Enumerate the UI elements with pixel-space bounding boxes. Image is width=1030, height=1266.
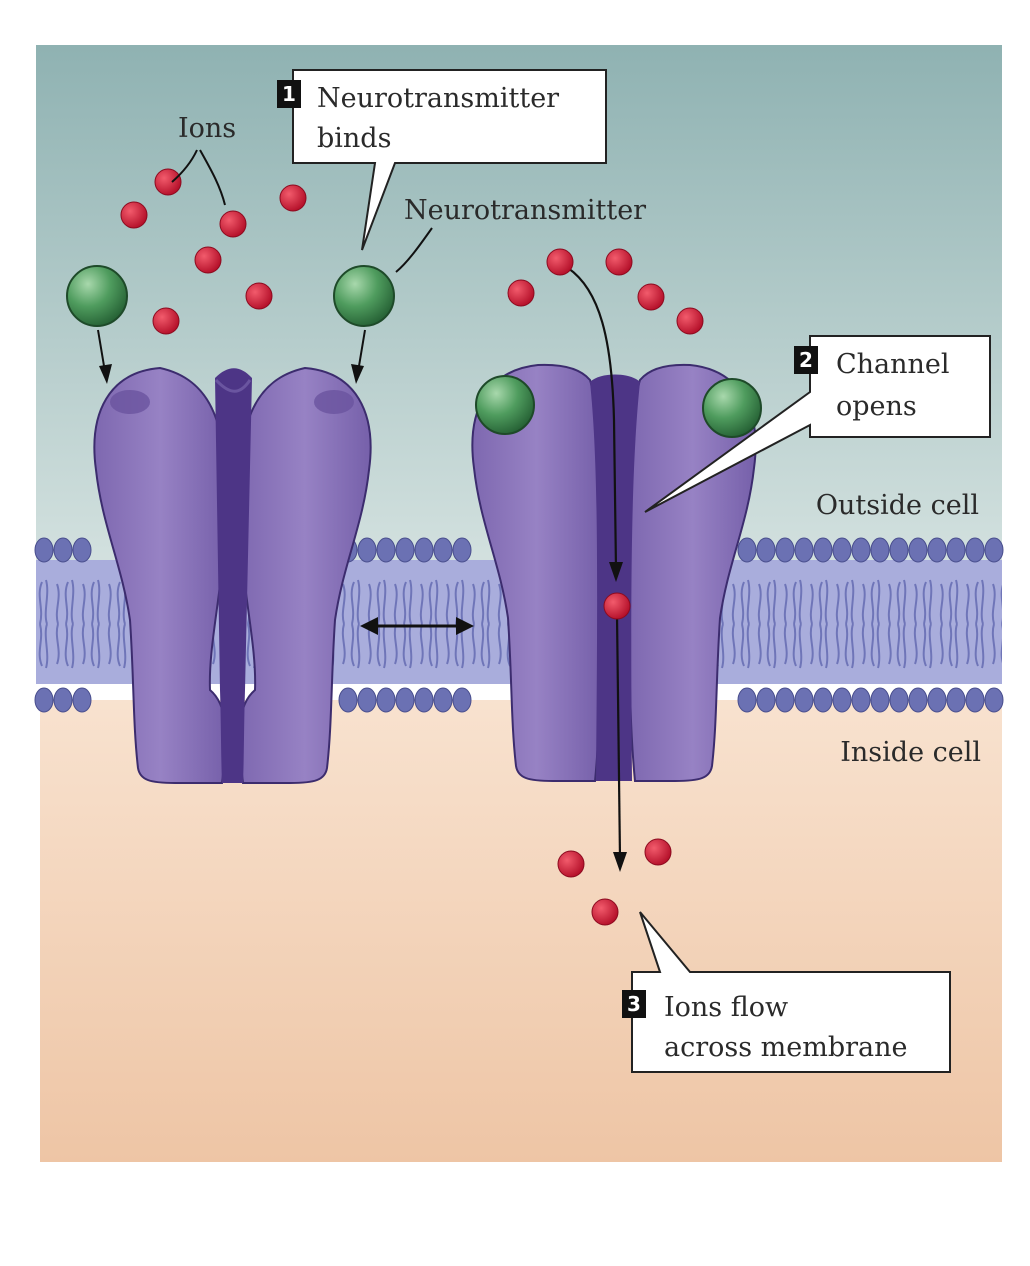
step-2-badge (794, 346, 818, 374)
phospholipid-head (813, 687, 833, 713)
phospholipid-head (889, 537, 909, 563)
neurotransmitter-free-left (66, 265, 128, 327)
phospholipid-head (813, 537, 833, 563)
ion (219, 210, 247, 238)
neurotransmitter-bound-right (702, 378, 762, 438)
phospholipid-head (775, 537, 795, 563)
ion (279, 184, 307, 212)
phospholipid-head (433, 537, 453, 563)
phospholipid-head (851, 687, 871, 713)
phospholipid-head (794, 537, 814, 563)
phospholipid-head (832, 687, 852, 713)
step-3-badge (622, 990, 646, 1018)
phospholipid-head (927, 687, 947, 713)
ions (120, 168, 704, 926)
ion (245, 282, 273, 310)
phospholipid-head (870, 687, 890, 713)
closed-channel (93, 366, 372, 784)
phospholipid-head (357, 687, 377, 713)
ion (605, 248, 633, 276)
phospholipid-head (72, 687, 92, 713)
lateral-diffusion-arrow (360, 617, 474, 635)
phospholipid-head (756, 687, 776, 713)
step-3-line-1: Ions flow (664, 992, 788, 1023)
step-1-number: 1 (282, 82, 296, 106)
step-2-line-2: opens (836, 391, 917, 422)
callout-step-3: 3 Ions flow across membrane (622, 911, 951, 1073)
phospholipid-head (414, 537, 434, 563)
phospholipid-head (376, 537, 396, 563)
phospholipid-head (965, 537, 985, 563)
callout-step-1: 1 Neurotransmitter binds (277, 69, 607, 251)
phospholipid-head (775, 687, 795, 713)
ion (546, 248, 574, 276)
step-1-badge (277, 80, 301, 108)
phospholipid-head (376, 687, 396, 713)
inside-cell-label: Inside cell (840, 737, 981, 768)
step-3-line-2: across membrane (664, 1032, 908, 1063)
neurotransmitter-free-right (333, 265, 395, 327)
ion (120, 201, 148, 229)
step-3-number: 3 (627, 992, 641, 1016)
phospholipid-head (889, 687, 909, 713)
phospholipid-head (34, 537, 54, 563)
phospholipid-head (908, 687, 928, 713)
phospholipid-head (946, 687, 966, 713)
label-pointers (171, 149, 433, 273)
step-1-line-2: binds (317, 123, 391, 154)
ion (194, 246, 222, 274)
phospholipid-head (984, 687, 1004, 713)
phospholipid-head (34, 687, 54, 713)
phospholipid-head (72, 537, 92, 563)
phospholipid-head (357, 537, 377, 563)
phospholipid-head (927, 537, 947, 563)
phospholipid-head (870, 537, 890, 563)
step-2-line-1: Channel (836, 349, 950, 380)
callout-step-2: 2 Channel opens (644, 335, 991, 513)
neurotransmitter-bound-left (475, 375, 535, 435)
phospholipid-head (737, 537, 757, 563)
phospholipid-head (737, 687, 757, 713)
neurotransmitter-label: Neurotransmitter (404, 195, 646, 226)
step-1-line-1: Neurotransmitter (317, 83, 559, 114)
phospholipid-head (53, 537, 73, 563)
ions-label: Ions (178, 113, 236, 144)
phospholipid-head (452, 537, 472, 563)
phospholipid-head (832, 537, 852, 563)
ion (603, 592, 631, 620)
ion-flow-arrow (567, 267, 627, 872)
binding-arrow-right (351, 329, 366, 384)
phospholipid-head (946, 537, 966, 563)
phospholipid-head (452, 687, 472, 713)
ion (591, 898, 619, 926)
ion (644, 838, 672, 866)
phospholipid-head (984, 537, 1004, 563)
binding-arrow-left (97, 329, 112, 384)
step-2-number: 2 (799, 348, 813, 372)
phospholipid-head (395, 687, 415, 713)
phospholipid-head (908, 537, 928, 563)
ion (557, 850, 585, 878)
ion (637, 283, 665, 311)
phospholipid-head (433, 687, 453, 713)
phospholipid-head (338, 687, 358, 713)
phospholipid-head (851, 537, 871, 563)
ion (676, 307, 704, 335)
phospholipid-head (965, 687, 985, 713)
phospholipid-head (794, 687, 814, 713)
ion (154, 168, 182, 196)
phospholipid-head (756, 537, 776, 563)
phospholipid-head (395, 537, 415, 563)
ion (507, 279, 535, 307)
ion (152, 307, 180, 335)
outside-cell-label: Outside cell (816, 490, 979, 521)
phospholipid-head (414, 687, 434, 713)
phospholipid-head (53, 687, 73, 713)
